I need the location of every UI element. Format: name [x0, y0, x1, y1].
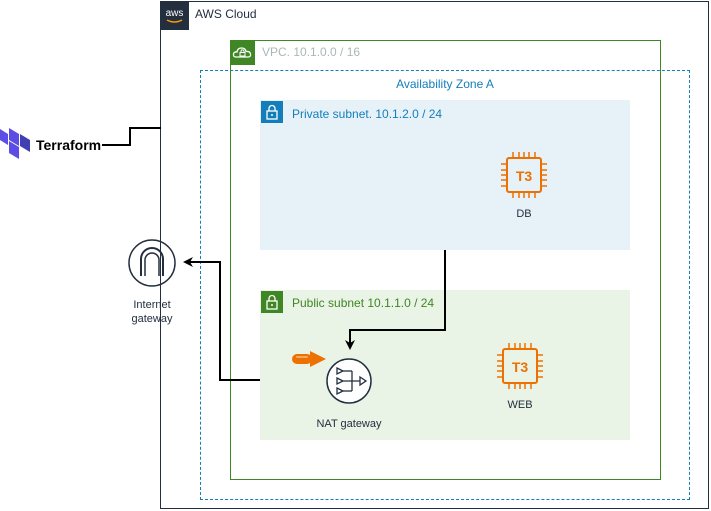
db-chip-text: T3 — [516, 168, 533, 184]
db-ec2-instance-icon: T3 — [501, 152, 547, 198]
private-subnet-group — [260, 100, 630, 250]
vpc-cloud-lock-icon — [230, 40, 255, 65]
aws-logo-icon: aws — [160, 1, 189, 30]
terraform-logo-icon — [0, 128, 30, 159]
terraform-label: Terraform — [36, 137, 101, 153]
internet-gateway-icon — [128, 239, 176, 287]
igw-label-line2: gateway — [132, 313, 173, 325]
nat-gateway-label: NAT gateway — [316, 418, 382, 430]
nat-to-igw-connector — [183, 257, 260, 381]
availability-zone-title: Availability Zone A — [396, 77, 494, 91]
private-subnet-title: Private subnet. 10.1.2.0 / 24 — [292, 107, 443, 121]
web-label: WEB — [507, 399, 532, 411]
db-to-nat-connector — [345, 250, 446, 350]
elastic-ip-arrow-icon — [292, 351, 326, 367]
web-chip-text: T3 — [512, 359, 529, 375]
db-label: DB — [516, 208, 531, 220]
private-subnet-lock-icon — [261, 101, 283, 123]
vpc-group — [230, 40, 661, 480]
aws-cloud-title: AWS Cloud — [195, 7, 257, 21]
availability-zone-group — [200, 70, 690, 500]
web-ec2-instance-icon: T3 — [497, 343, 543, 389]
terraform-connector — [102, 127, 161, 146]
aws-badge-text: aws — [166, 8, 184, 19]
igw-label-line1: Internet — [133, 299, 170, 311]
public-subnet-title: Public subnet 10.1.1.0 / 24 — [292, 296, 435, 310]
vpc-title: VPC. 10.1.0.0 / 16 — [262, 45, 361, 59]
aws-cloud-group — [160, 1, 709, 509]
public-subnet-lock-icon — [261, 291, 283, 313]
nat-gateway-icon — [326, 358, 372, 404]
